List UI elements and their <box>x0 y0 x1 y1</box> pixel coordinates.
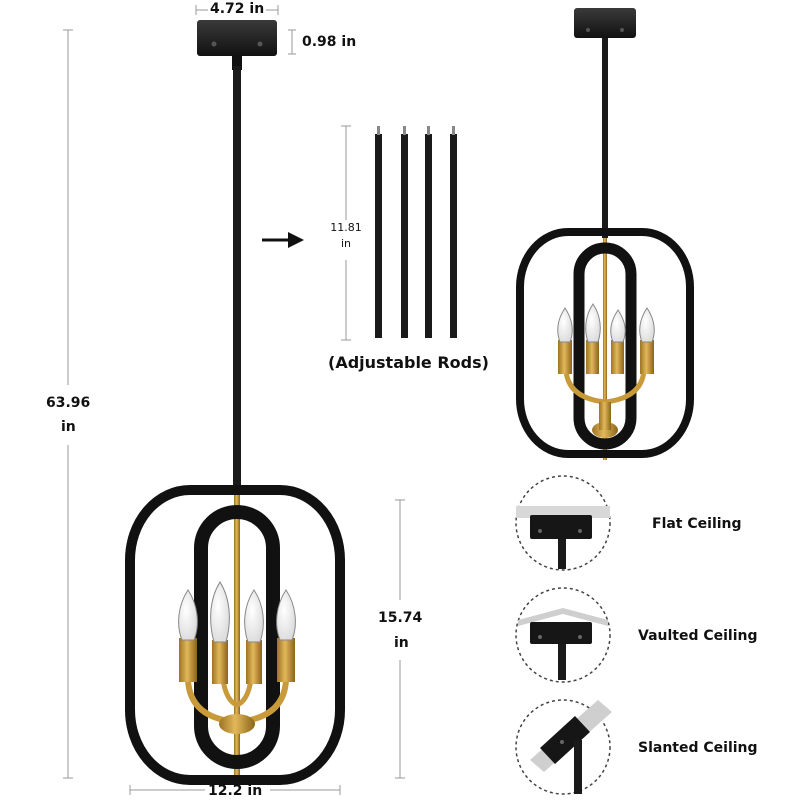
flat-ceiling-illustration <box>515 475 611 571</box>
inner-ring <box>194 505 280 769</box>
rod-length-unit: in <box>340 237 352 251</box>
outer-frame <box>125 485 345 785</box>
slanted-ceiling-label: Slanted Ceiling <box>638 740 758 756</box>
canopy-height-label: 0.98 in <box>302 34 357 50</box>
flat-ceiling-label: Flat Ceiling <box>652 516 742 532</box>
small-pendant <box>516 8 694 460</box>
vaulted-ceiling-label: Vaulted Ceiling <box>638 628 758 644</box>
adjustable-rods <box>375 126 457 338</box>
canopy <box>197 20 277 56</box>
dimension-lines <box>63 5 405 795</box>
overall-height-unit: in <box>61 419 76 435</box>
rod-length-value: 11.81 <box>330 221 362 234</box>
shade-height-unit: in <box>394 635 409 651</box>
vaulted-ceiling-illustration <box>515 587 611 683</box>
main-rod <box>233 66 241 486</box>
slanted-ceiling-illustration <box>515 699 612 795</box>
shade-width-label: 12.2 in <box>208 783 263 799</box>
arrow-right-icon <box>262 232 304 248</box>
main-pendant <box>125 20 345 786</box>
canopy-width-label: 4.72 in <box>208 1 267 17</box>
shade-height-value: 15.74 <box>378 610 423 626</box>
adjustable-rods-caption: (Adjustable Rods) <box>328 353 489 372</box>
overall-height-value: 63.96 <box>46 395 91 411</box>
